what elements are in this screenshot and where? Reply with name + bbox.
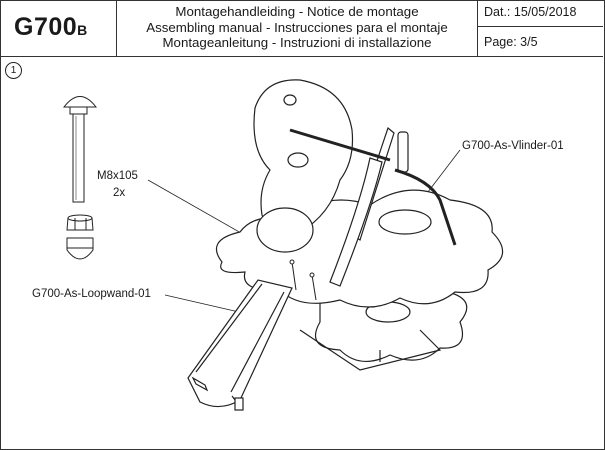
title-line-de-it: Montageanleitung - Instruzioni di instal…: [162, 35, 432, 50]
platform-drawing: [215, 79, 504, 371]
bolt-quantity-label: 2x: [113, 187, 126, 199]
bolt-size-label: M8x105: [97, 170, 138, 182]
slide-support: [299, 329, 442, 371]
meta-cell: Dat.: 15/05/2018 Page: 3/5: [478, 0, 603, 56]
bolt-positions: [289, 259, 317, 301]
hex-nut-icon: [66, 214, 94, 231]
handrail-tube: [289, 128, 457, 246]
model-cell: G700B: [0, 0, 117, 56]
date-field: Dat.: 15/05/2018: [478, 0, 603, 27]
page-number: Page: 3/5: [484, 35, 538, 49]
model-suffix: B: [77, 22, 88, 38]
cap-nut-icon: [66, 237, 94, 260]
slide-drawing: [187, 279, 293, 411]
step-number: 1: [5, 62, 22, 79]
slide-bed: [187, 279, 293, 408]
title-block: G700B Montagehandleiding - Notice de mon…: [0, 0, 603, 57]
part-label-vlinder: G700-As-Vlinder-01: [462, 140, 564, 152]
title-line-nl-fr: Montagehandleiding - Notice de montage: [175, 4, 419, 19]
part-label-loopwand: G700-As-Loopwand-01: [32, 288, 151, 300]
manual-title-cell: Montagehandleiding - Notice de montage A…: [117, 0, 478, 56]
title-line-en-es: Assembling manual - Instrucciones para e…: [146, 19, 448, 35]
model-code: G700B: [14, 13, 88, 41]
carriage-bolt-icon: [62, 96, 98, 203]
